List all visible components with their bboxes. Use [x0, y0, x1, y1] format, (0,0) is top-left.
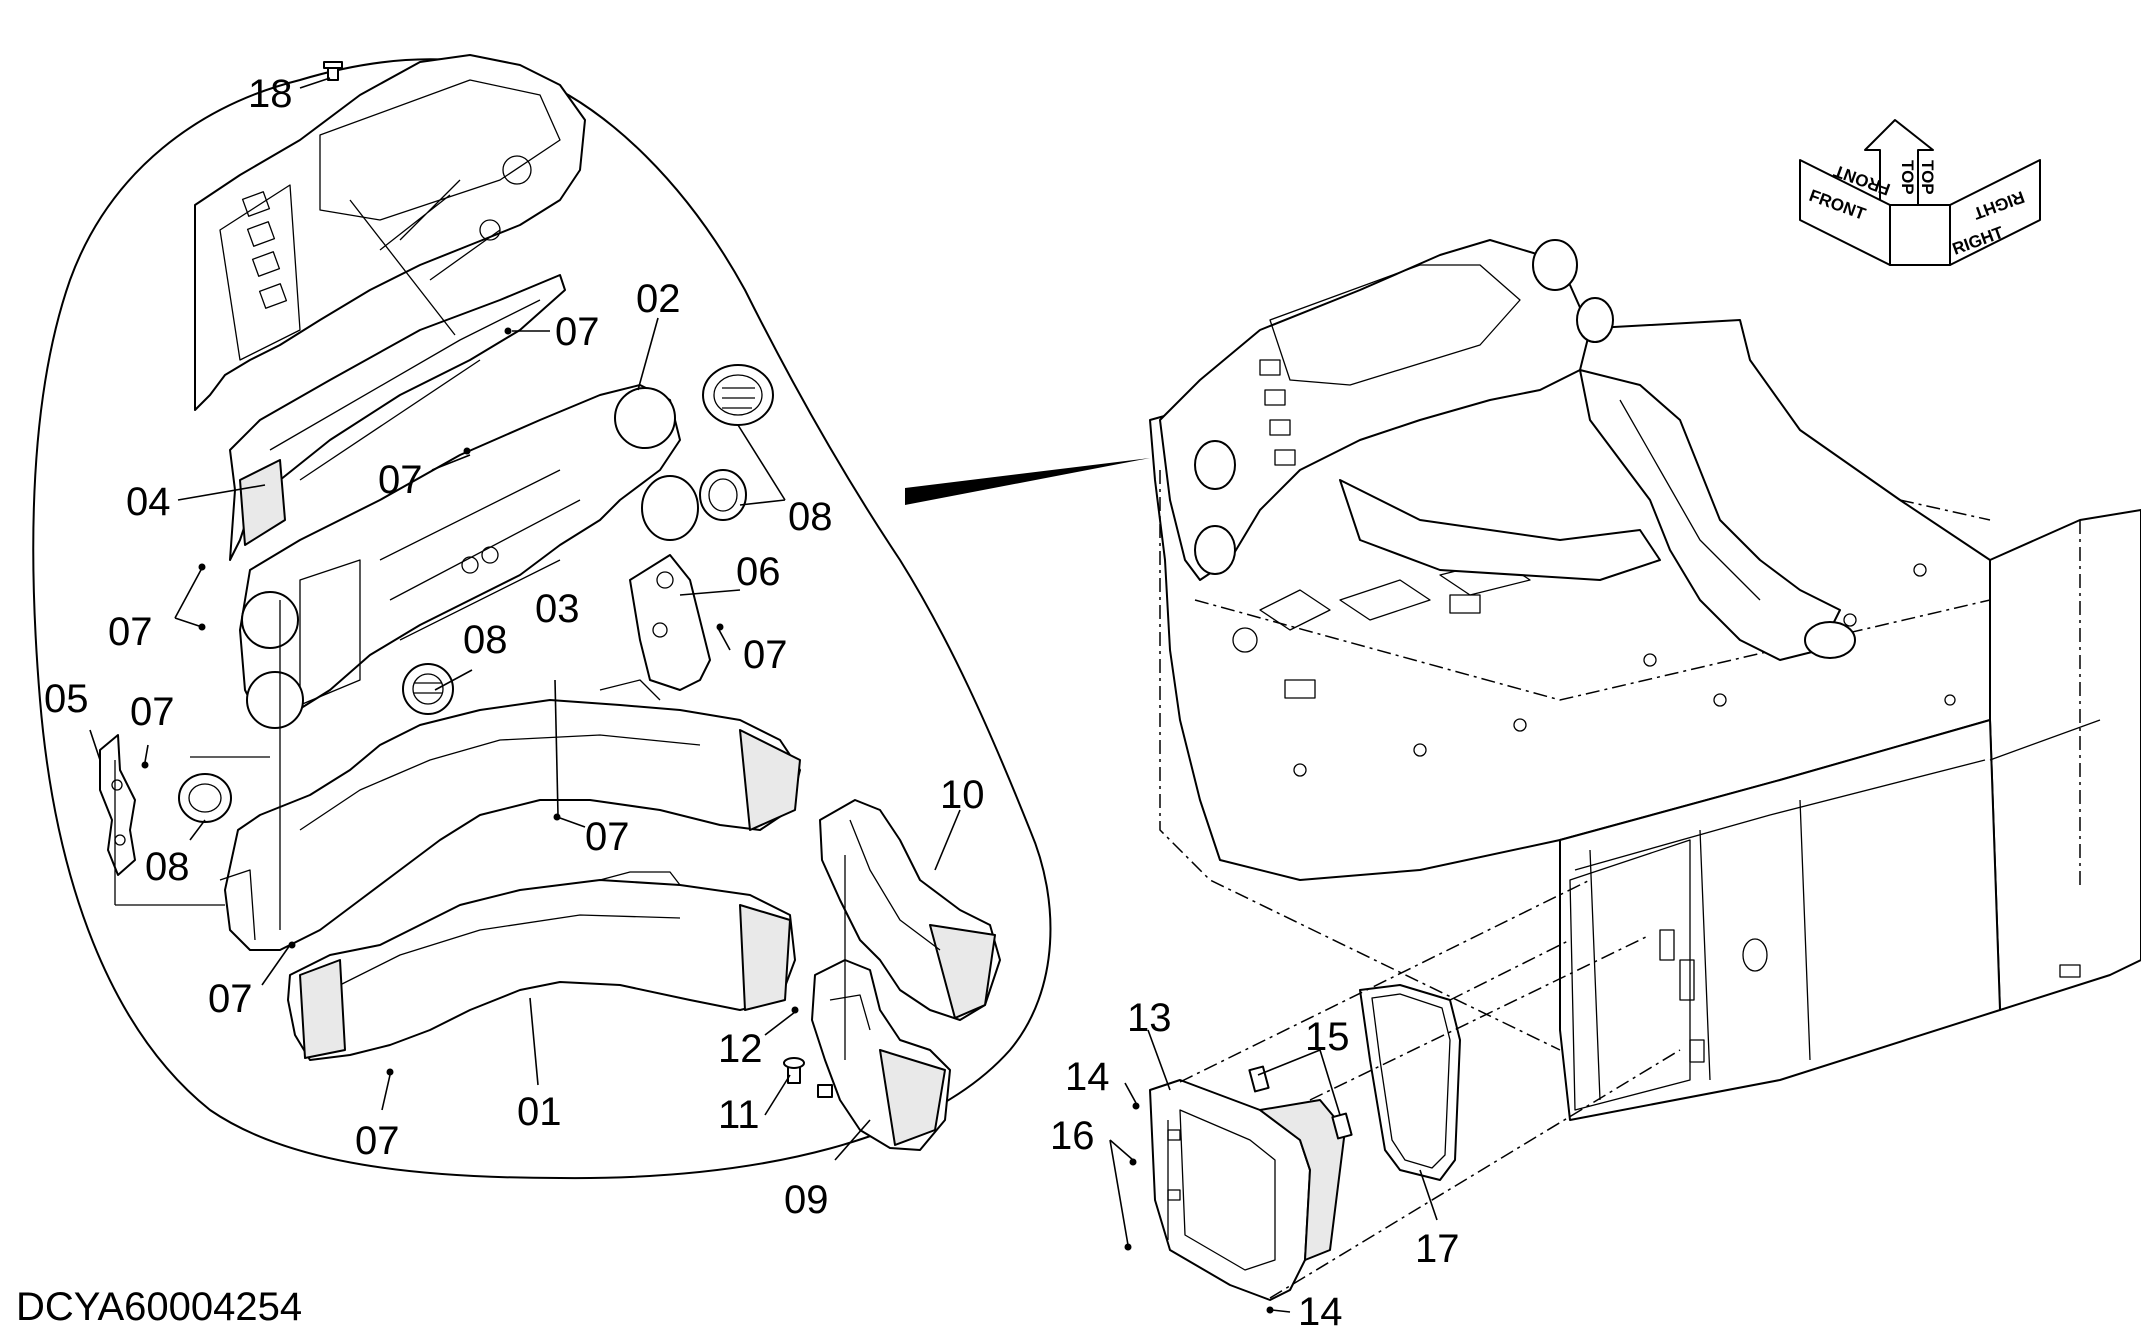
alignment-lines: [114, 199, 846, 1060]
callout-12: 12: [718, 1027, 763, 1071]
callout-15: 15: [1305, 1015, 1350, 1059]
callout-08-b: 08: [463, 618, 508, 662]
callout-09: 09: [784, 1178, 829, 1222]
cab-floor-frame: [1149, 319, 2141, 1121]
grille-fastener-dots: [1124, 1102, 1274, 1314]
orientation-marker: FRONT FRONT RIGHT RIGHT TOP TOP: [1799, 119, 2041, 266]
callout-07-e: 07: [130, 690, 175, 734]
callout-05: 05: [44, 677, 89, 721]
part-17-gasket: [1359, 984, 1461, 1181]
part-18-instrument-housing: [194, 54, 586, 411]
callout-08-a: 08: [788, 495, 833, 539]
part-08-vent-middle: [699, 469, 747, 521]
callout-01: 01: [517, 1090, 562, 1134]
part-09-floor-duct: [811, 959, 951, 1151]
callout-13: 13: [1127, 996, 1172, 1040]
part-06-duct-piece: [629, 554, 711, 691]
assembled-dash-and-ducts: [1159, 239, 1856, 661]
callout-07-b: 07: [378, 458, 423, 502]
callout-06: 06: [736, 550, 781, 594]
callout-07-d: 07: [743, 633, 788, 677]
callout-02: 02: [636, 277, 681, 321]
part-04-duct-plate: [229, 274, 566, 561]
grille-callout-leaders: [1109, 1029, 1438, 1313]
part-03-main-duct: [219, 679, 801, 951]
callout-18: 18: [248, 72, 293, 116]
callout-labels: 18 02 07 04 07 08 07 06 03 08 07 05 07 0…: [44, 72, 1460, 1334]
callout-14-b: 14: [1298, 1290, 1343, 1334]
callout-14-a: 14: [1065, 1055, 1110, 1099]
callout-16: 16: [1050, 1114, 1095, 1158]
callout-07-a: 07: [555, 310, 600, 354]
part-08-vent-lower: [402, 663, 454, 715]
screw-18: [323, 61, 343, 81]
callout-leaders: [89, 77, 961, 1161]
part-15-clips: [1248, 1065, 1353, 1140]
callout-07-g: 07: [208, 977, 253, 1021]
part-08-vent-upper: [702, 364, 774, 426]
part-08-vent-left: [178, 773, 232, 823]
part-05-bracket: [99, 734, 136, 876]
part-01-lower-duct: [287, 871, 796, 1061]
callout-04: 04: [126, 480, 171, 524]
callout-11: 11: [718, 1093, 760, 1137]
detail-leader-wedge: [905, 458, 1150, 505]
callout-17: 17: [1415, 1227, 1460, 1271]
part-10-elbow-duct: [819, 799, 1001, 1021]
callout-08-c: 08: [145, 845, 190, 889]
callout-10: 10: [940, 773, 985, 817]
orient-top-label: TOP: [1898, 160, 1917, 195]
screw-11: [783, 1057, 805, 1084]
part-13-grille-housing: [1149, 1079, 1346, 1301]
grille-alignment-lines: [1179, 879, 1681, 1299]
orient-top-label-2: TOP: [1918, 160, 1937, 195]
document-id: DCYA60004254: [16, 1285, 302, 1329]
part-02-upper-duct: [239, 384, 699, 729]
callout-07-h: 07: [355, 1119, 400, 1163]
callout-07-f: 07: [585, 815, 630, 859]
callout-03: 03: [535, 587, 580, 631]
callout-07-c: 07: [108, 610, 153, 654]
